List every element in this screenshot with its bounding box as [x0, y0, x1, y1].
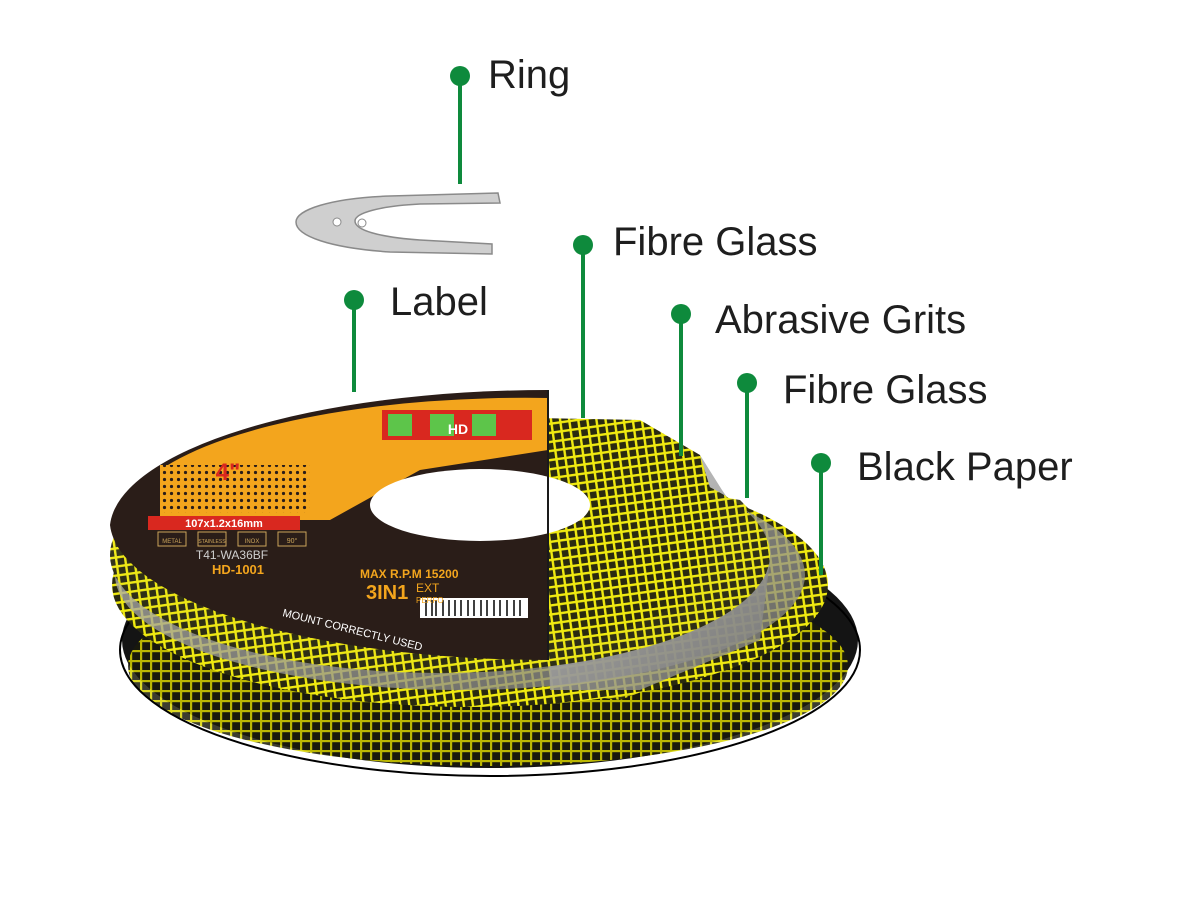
- leader-fibre-glass-bottom: [737, 373, 757, 498]
- disc-icon-2: STAINLESS: [198, 539, 226, 545]
- callout-ring: Ring: [488, 53, 571, 97]
- leader-abrasive-grits: [671, 304, 691, 456]
- callout-label: Label: [390, 280, 488, 324]
- disc-icon-1: METAL: [162, 539, 182, 545]
- callout-abrasive-grits: Abrasive Grits: [715, 298, 967, 342]
- leader-lines: [344, 66, 831, 575]
- callout-black-paper: Black Paper: [857, 445, 1073, 489]
- leader-label: [344, 290, 364, 392]
- label-layer: HD 4" 107x1.2x16mm METAL STAINLESS INOX …: [110, 389, 590, 660]
- disc-size: 4": [216, 459, 241, 486]
- disc-icon-3: INOX: [245, 539, 260, 545]
- disc-product-sub: PERFO: [416, 596, 444, 605]
- callout-fibre-glass-top: Fibre Glass: [613, 220, 818, 264]
- leader-ring: [450, 66, 470, 184]
- disc-model-code: T41-WA36BF: [196, 548, 268, 562]
- leader-fibre-glass-top: [573, 235, 593, 418]
- disc-product-suffix: EXT: [416, 581, 440, 595]
- leader-black-paper: [811, 453, 831, 575]
- disc-brand: HD: [448, 421, 468, 437]
- disc-max-rpm: MAX R.P.M 15200: [360, 567, 459, 581]
- callout-fibre-glass-bottom: Fibre Glass: [783, 368, 988, 412]
- disc-dimensions: 107x1.2x16mm: [185, 518, 263, 530]
- disc-product-line: 3IN1: [366, 582, 408, 604]
- ring-part: [295, 192, 501, 255]
- disc-icon-4: 90°: [287, 537, 298, 545]
- disc-model: HD-1001: [212, 562, 264, 577]
